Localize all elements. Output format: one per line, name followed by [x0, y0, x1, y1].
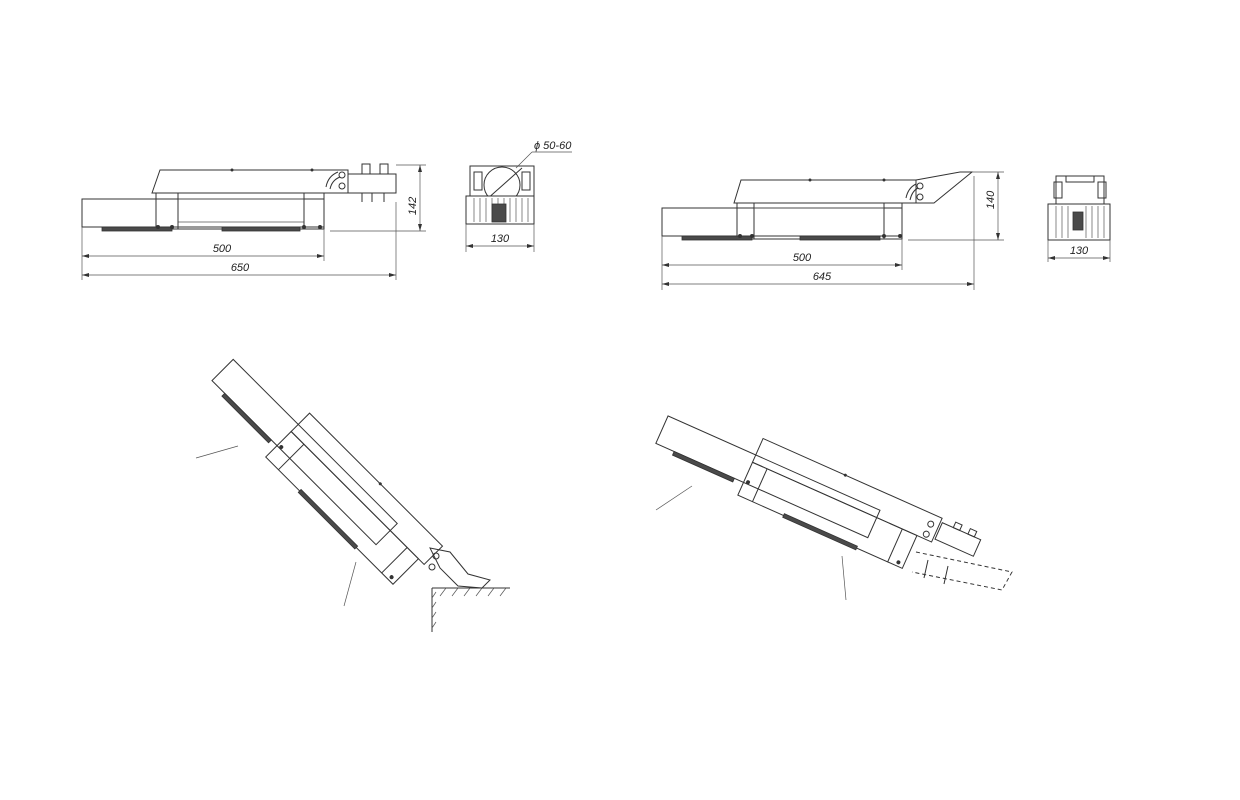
body-length-dimension: 500 — [213, 243, 232, 255]
width-dimension: 130 — [491, 233, 510, 245]
total-length-dimension: 650 — [231, 262, 250, 274]
body-length-dimension: 500 — [793, 252, 812, 264]
pipe-diameter-label: ϕ 50-60 — [534, 140, 572, 152]
side-view-left: 142 500 650 — [81, 163, 426, 280]
height-dimension: 140 — [985, 190, 997, 209]
end-view-left: ϕ 50-60 130 — [465, 140, 572, 252]
width-dimension: 130 — [1070, 245, 1089, 257]
height-dimension: 142 — [407, 197, 419, 215]
total-length-dimension: 645 — [813, 271, 832, 283]
mounted-view-pipe — [655, 415, 1013, 601]
mounted-view-wall — [195, 358, 510, 632]
end-view-right: 130 — [1047, 175, 1111, 262]
side-view-right: 140 500 645 — [661, 171, 1004, 290]
